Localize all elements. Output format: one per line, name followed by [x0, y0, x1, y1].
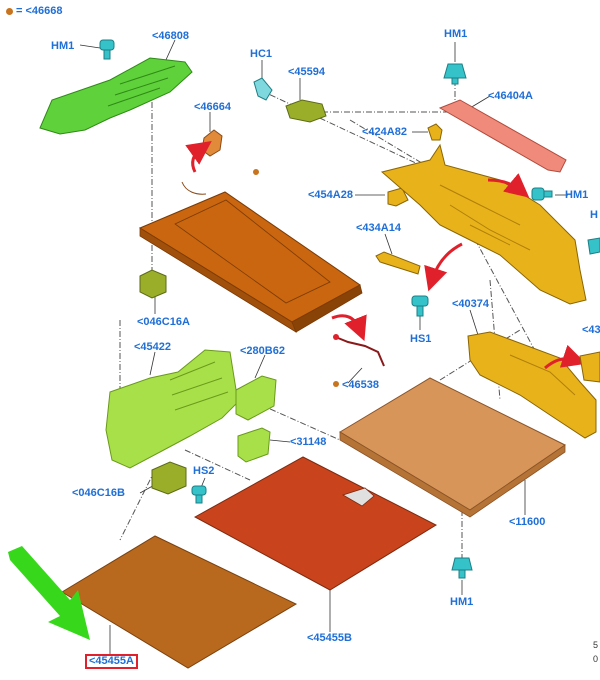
- clip-hm1-top-left[interactable]: [99, 39, 115, 60]
- label-46538[interactable]: <46538: [342, 379, 380, 391]
- shelf-edge-front: [291, 284, 363, 333]
- arrow-46664: [185, 141, 212, 173]
- clip-hs2[interactable]: [191, 485, 207, 504]
- arrow-to-hs1: [424, 242, 463, 292]
- shelf-cord: [181, 181, 207, 195]
- mat-notch: [342, 487, 375, 507]
- label-hm1-top[interactable]: HM1: [444, 28, 468, 40]
- clip-right-edge[interactable]: [587, 237, 600, 255]
- label-hs2[interactable]: HS2: [193, 465, 215, 477]
- label-45594[interactable]: <45594: [288, 66, 326, 78]
- clip-hc1[interactable]: [253, 77, 273, 101]
- label-h-right-edge[interactable]: H: [590, 209, 598, 221]
- legend-text: = <46668: [16, 5, 63, 17]
- shelf-inset: [174, 199, 331, 304]
- clip-hm1-bottom[interactable]: [451, 557, 473, 579]
- label-31148[interactable]: <31148: [290, 436, 327, 448]
- trim-45422-ribs: [169, 361, 229, 411]
- label-43-edge[interactable]: <43: [582, 324, 600, 336]
- bracket-45594[interactable]: [285, 99, 327, 123]
- legend: = <46668: [6, 5, 63, 17]
- label-hc1[interactable]: HC1: [250, 48, 273, 60]
- trim-panel-46808[interactable]: [39, 57, 193, 135]
- label-hm1-right[interactable]: HM1: [565, 189, 589, 201]
- trim-40374[interactable]: [467, 331, 597, 439]
- label-45455b[interactable]: <45455B: [307, 632, 352, 644]
- floor-mat-45455b[interactable]: [193, 456, 438, 591]
- trim-ribs-right: [439, 184, 531, 251]
- label-46808[interactable]: <46808: [152, 30, 190, 42]
- label-hs1[interactable]: HS1: [410, 333, 432, 345]
- trim-panel-right[interactable]: [380, 143, 587, 305]
- clip-hm1-top[interactable]: [443, 63, 467, 85]
- clip-hm1-right[interactable]: [531, 187, 553, 201]
- label-454a28[interactable]: <454A28: [308, 189, 353, 201]
- label-434a14[interactable]: <434A14: [356, 222, 401, 234]
- arrow-to-hm1-right: [487, 173, 530, 198]
- label-280b62[interactable]: <280B62: [240, 345, 285, 357]
- trim-panel-45422[interactable]: [105, 349, 239, 469]
- arrow-to-43-edge: [544, 344, 587, 370]
- cable-46538-end: [333, 334, 339, 340]
- label-46404a[interactable]: <46404A: [488, 90, 533, 102]
- marker-46668-46538: [333, 381, 339, 387]
- trim-ribs: [107, 65, 176, 107]
- bracket-454a28[interactable]: [387, 187, 409, 207]
- corner-text-a: 5: [593, 640, 599, 650]
- cover-280b62[interactable]: [235, 375, 277, 421]
- leader-lines: [79, 39, 568, 655]
- label-45422[interactable]: <45422: [134, 341, 172, 353]
- callout-arrow-green: [8, 546, 90, 640]
- arrow-to-46538: [331, 314, 367, 342]
- label-046c16b[interactable]: <046C16B: [72, 487, 125, 499]
- strip-434a14[interactable]: [375, 251, 421, 275]
- cable-46538[interactable]: [337, 337, 385, 367]
- label-45455a-highlighted[interactable]: <45455A: [85, 654, 138, 669]
- label-46664[interactable]: <46664: [194, 101, 232, 113]
- load-floor-edge: [339, 431, 566, 518]
- corner-text-b: 0: [593, 654, 599, 664]
- floor-mat-45455a[interactable]: [61, 535, 298, 669]
- label-hm1-bottom[interactable]: HM1: [450, 596, 474, 608]
- label-hm1-top-left[interactable]: HM1: [51, 40, 75, 52]
- bracket-046c16b[interactable]: [151, 461, 187, 495]
- label-424a82[interactable]: <424A82: [362, 126, 407, 138]
- clip-hs1[interactable]: [411, 295, 429, 317]
- label-11600[interactable]: <11600: [509, 516, 546, 528]
- legend-dot: [6, 7, 13, 15]
- part-46664[interactable]: [201, 129, 223, 157]
- cover-31148[interactable]: [237, 427, 271, 463]
- bracket-046c16a[interactable]: [139, 269, 167, 299]
- clip-424a82[interactable]: [427, 123, 443, 141]
- trim-strip-46404a[interactable]: [438, 99, 567, 173]
- marker-46668-shelf: [253, 169, 259, 175]
- label-40374[interactable]: <40374: [452, 298, 490, 310]
- trim-40374-ribs: [509, 354, 576, 396]
- part-43-edge[interactable]: [579, 351, 600, 383]
- label-046c16a[interactable]: <046C16A: [137, 316, 190, 328]
